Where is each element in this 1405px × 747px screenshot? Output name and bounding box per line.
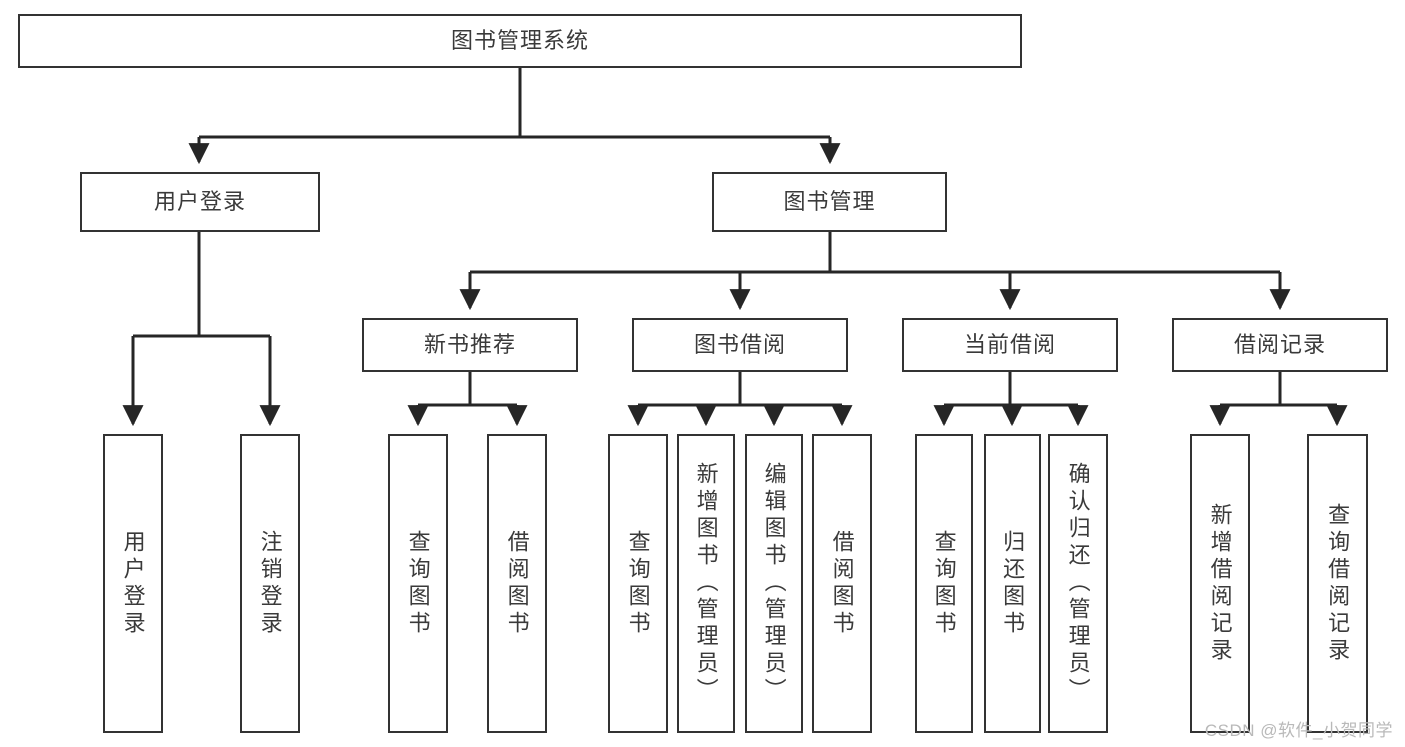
node-borrow-records[interactable]: 借阅记录: [1172, 318, 1388, 372]
leaf-borrow-book-recommend[interactable]: 借阅图书: [487, 434, 547, 733]
leaf-user-login-label: 用户登录: [120, 529, 146, 638]
node-current-borrow-label: 当前借阅: [963, 331, 1056, 357]
leaf-query-book-borrow-label: 查询图书: [625, 529, 651, 638]
leaf-return-book-label: 归还图书: [1000, 529, 1026, 638]
leaf-query-book-current-label: 查询图书: [931, 529, 957, 638]
leaf-query-book-recommend[interactable]: 查询图书: [388, 434, 448, 733]
node-book-manage[interactable]: 图书管理: [712, 172, 947, 232]
leaf-query-book-current[interactable]: 查询图书: [915, 434, 973, 733]
leaf-borrow-book[interactable]: 借阅图书: [812, 434, 872, 733]
leaf-borrow-book-label: 借阅图书: [829, 529, 855, 638]
leaf-query-borrow-record[interactable]: 查询借阅记录: [1307, 434, 1368, 733]
node-new-book-recommend[interactable]: 新书推荐: [362, 318, 578, 372]
node-user-login[interactable]: 用户登录: [80, 172, 320, 232]
node-new-book-recommend-label: 新书推荐: [423, 331, 516, 357]
node-book-borrow[interactable]: 图书借阅: [632, 318, 848, 372]
leaf-logout[interactable]: 注销登录: [240, 434, 300, 733]
node-root-label: 图书管理系统: [450, 27, 589, 53]
leaf-add-book-admin-label: 新增图书（管理员）: [693, 462, 719, 705]
leaf-add-borrow-record-label: 新增借阅记录: [1207, 502, 1233, 665]
leaf-user-login[interactable]: 用户登录: [103, 434, 163, 733]
watermark: CSDN @软件_小贺同学: [1204, 721, 1393, 740]
leaf-borrow-book-recommend-label: 借阅图书: [504, 529, 530, 638]
leaf-query-borrow-record-label: 查询借阅记录: [1325, 502, 1351, 665]
leaf-logout-label: 注销登录: [257, 529, 283, 638]
node-book-borrow-label: 图书借阅: [693, 331, 786, 357]
leaf-return-book[interactable]: 归还图书: [984, 434, 1041, 733]
node-current-borrow[interactable]: 当前借阅: [902, 318, 1118, 372]
node-root[interactable]: 图书管理系统: [18, 14, 1022, 68]
leaf-add-borrow-record[interactable]: 新增借阅记录: [1190, 434, 1250, 733]
node-borrow-records-label: 借阅记录: [1233, 331, 1326, 357]
leaf-add-book-admin[interactable]: 新增图书（管理员）: [677, 434, 735, 733]
leaf-confirm-return-admin-label: 确认归还（管理员）: [1065, 462, 1091, 705]
node-user-login-label: 用户登录: [153, 188, 246, 214]
node-book-manage-label: 图书管理: [783, 188, 876, 214]
leaf-query-book-recommend-label: 查询图书: [405, 529, 431, 638]
leaf-query-book-borrow[interactable]: 查询图书: [608, 434, 668, 733]
leaf-edit-book-admin[interactable]: 编辑图书（管理员）: [745, 434, 803, 733]
leaf-confirm-return-admin[interactable]: 确认归还（管理员）: [1048, 434, 1108, 733]
leaf-edit-book-admin-label: 编辑图书（管理员）: [761, 462, 787, 705]
